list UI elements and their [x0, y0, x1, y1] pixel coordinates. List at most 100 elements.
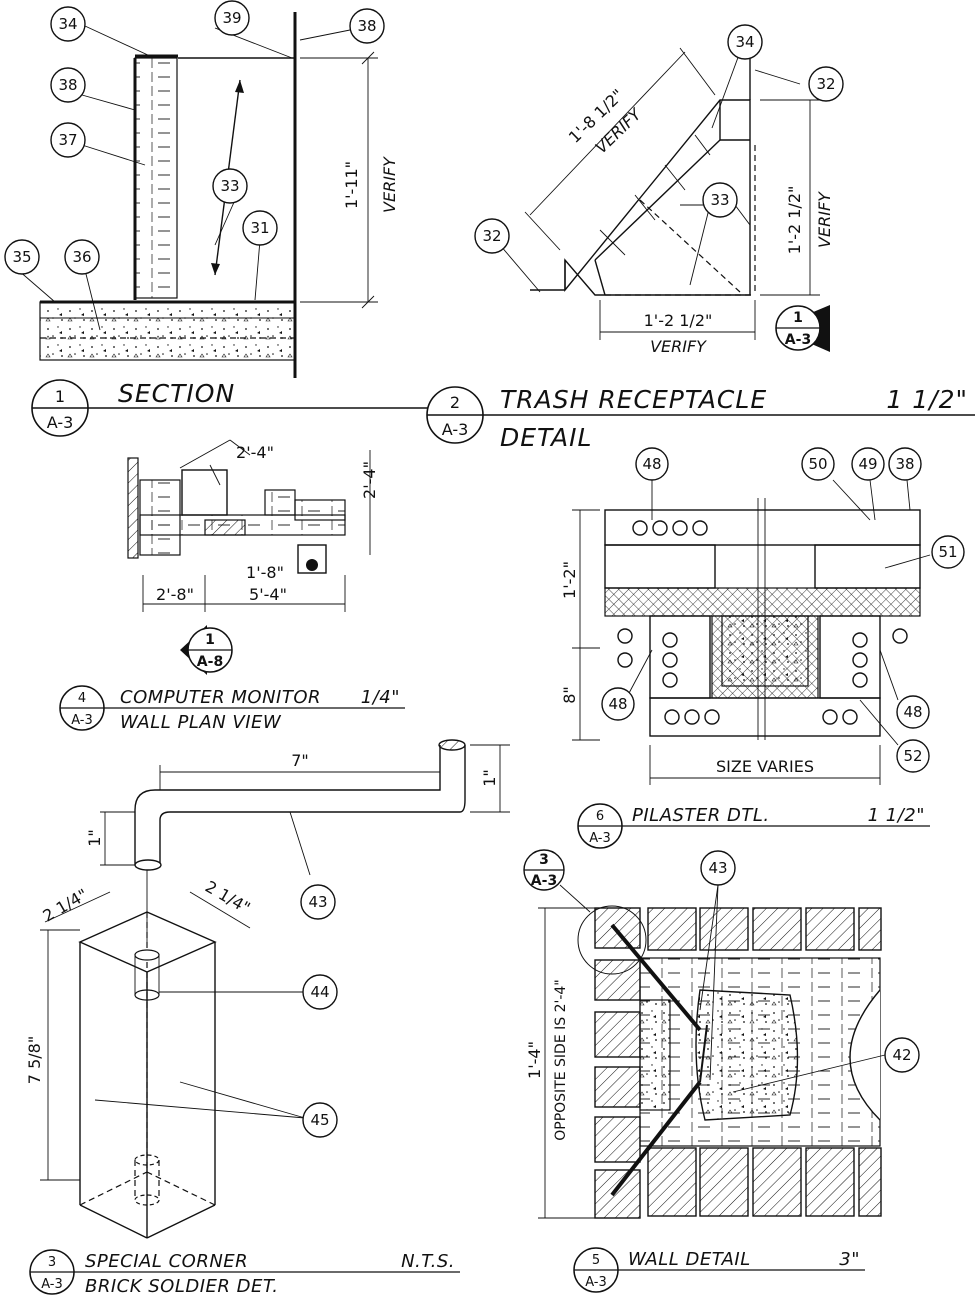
- callout-48-s6a: 48: [635, 447, 669, 481]
- dim-section3-w1: 2 1/4": [40, 885, 91, 926]
- dim-section3-h: 7 5/8": [25, 1036, 44, 1084]
- svg-text:A-3: A-3: [41, 1277, 63, 1292]
- svg-text:A-3: A-3: [531, 873, 557, 889]
- svg-text:3: 3: [48, 1255, 56, 1270]
- title-section-2: 2 A-3 TRASH RECEPTACLE DETAIL 1 1/2": [426, 385, 975, 452]
- section-3-drawing: 7" 1" 1" 2 1/4" 2 1/4": [25, 739, 510, 1239]
- svg-text:49: 49: [858, 455, 877, 473]
- callout-50-s6: 50: [801, 447, 835, 481]
- callout-32-s2a: 32: [808, 66, 844, 102]
- svg-text:36: 36: [72, 248, 91, 266]
- dim-section2-horiz: 1'-2 1/2": [644, 311, 713, 330]
- svg-text:BRICK SOLDIER DET.: BRICK SOLDIER DET.: [85, 1276, 278, 1297]
- dim-section3-pin-leg: 1": [85, 829, 104, 847]
- section-tag-sec4: 1 A-8: [180, 625, 233, 675]
- svg-text:51: 51: [938, 543, 957, 561]
- svg-text:38: 38: [357, 17, 376, 35]
- svg-text:42: 42: [892, 1046, 911, 1064]
- section5-note: OPPOSITE SIDE IS 2'-4": [553, 979, 569, 1141]
- svg-text:A-3: A-3: [71, 713, 93, 728]
- svg-text:37: 37: [58, 131, 77, 149]
- dim-section4-bottom: 5'-4": [249, 585, 287, 604]
- callout-48-s6c: 48: [896, 695, 930, 729]
- svg-text:38: 38: [895, 455, 914, 473]
- svg-text:3: 3: [539, 852, 549, 868]
- svg-text:5: 5: [592, 1253, 600, 1268]
- section-1-drawing: 1'-11" VERIFY: [17, 12, 399, 378]
- svg-text:1 1/2": 1 1/2": [886, 385, 968, 414]
- callout-48-s6b: 48: [601, 687, 635, 721]
- svg-text:WALL PLAN VIEW: WALL PLAN VIEW: [120, 712, 282, 733]
- svg-text:43: 43: [708, 859, 727, 877]
- callout-34-s2: 34: [727, 24, 763, 60]
- svg-text:48: 48: [903, 703, 922, 721]
- svg-text:1: 1: [55, 387, 65, 406]
- title-section-4: 4 A-3 COMPUTER MONITOR WALL PLAN VIEW 1/…: [59, 685, 405, 733]
- callout-39-s1: 39: [214, 0, 250, 36]
- brick-wall: [134, 57, 178, 299]
- callout-32-s2b: 32: [474, 218, 510, 254]
- svg-text:48: 48: [642, 455, 661, 473]
- svg-text:38: 38: [58, 76, 77, 94]
- svg-text:4: 4: [78, 691, 86, 706]
- svg-text:32: 32: [816, 75, 835, 93]
- svg-text:WALL DETAIL: WALL DETAIL: [628, 1249, 751, 1270]
- section-6-drawing: 1'-2" 8" SIZE VARIES: [560, 479, 931, 785]
- svg-text:1: 1: [205, 632, 215, 648]
- svg-text:SECTION: SECTION: [118, 379, 235, 408]
- svg-text:33: 33: [710, 191, 729, 209]
- concrete-slab: [39, 301, 296, 361]
- svg-text:A-3: A-3: [585, 1275, 607, 1290]
- callout-34-s1: 34: [50, 6, 86, 42]
- svg-text:N.T.S.: N.T.S.: [401, 1251, 455, 1272]
- svg-text:43: 43: [308, 893, 327, 911]
- svg-text:COMPUTER MONITOR: COMPUTER MONITOR: [120, 687, 321, 708]
- dim-section6-lower: 8": [560, 686, 579, 704]
- svg-text:1: 1: [793, 310, 803, 326]
- callout-52-s6: 52: [896, 739, 930, 773]
- callout-31-s1: 31: [242, 210, 278, 246]
- svg-text:34: 34: [58, 15, 77, 33]
- svg-text:PILASTER DTL.: PILASTER DTL.: [632, 805, 770, 826]
- dim-section5-h: 1'-4": [525, 1041, 544, 1079]
- callout-36-s1: 36: [64, 239, 100, 275]
- title-section-5: 5 A-3 WALL DETAIL 3": [573, 1247, 865, 1293]
- section-2-drawing: 1'-8 1/2" VERIFY 1'-2 1/2" VERIFY 1'-2 1…: [499, 47, 834, 356]
- dim-section1-height: 1'-11": [342, 161, 361, 209]
- svg-text:52: 52: [903, 747, 922, 765]
- dim-section1-verify: VERIFY: [380, 156, 399, 213]
- callout-51-s6: 51: [931, 535, 965, 569]
- callout-42-s5: 42: [884, 1037, 920, 1073]
- callout-45-s3: 45: [302, 1102, 338, 1138]
- dim-section2-vert: 1'-2 1/2": [785, 186, 804, 255]
- callout-35-s1: 35: [4, 239, 40, 275]
- svg-text:31: 31: [250, 219, 269, 237]
- callout-43-s5: 43: [700, 850, 736, 886]
- svg-text:A-3: A-3: [47, 413, 74, 432]
- svg-text:1/4": 1/4": [361, 687, 400, 708]
- dim-section3-pin-len: 7": [291, 751, 309, 770]
- dim-section3-pin-hook: 1": [480, 769, 499, 787]
- section-5-drawing: 1'-4" OPPOSITE SIDE IS 2'-4": [525, 884, 886, 1219]
- section-tag-sec2: 1 A-3: [775, 305, 830, 352]
- svg-text:50: 50: [808, 455, 827, 473]
- callout-33-s1: 33: [212, 168, 248, 204]
- callout-38-s1a: 38: [349, 8, 385, 44]
- dim-section6-upper: 1'-2": [560, 561, 579, 599]
- svg-text:SPECIAL CORNER: SPECIAL CORNER: [85, 1251, 248, 1272]
- title-section-1: 1 A-3 SECTION: [31, 379, 470, 437]
- svg-text:A-3: A-3: [589, 831, 611, 846]
- svg-text:1 1/2": 1 1/2": [868, 805, 925, 826]
- dim-section2-horiz-verify: VERIFY: [650, 337, 707, 356]
- dim-section2-vert-verify: VERIFY: [815, 191, 834, 248]
- dim-section4-top: 2'-4": [236, 443, 274, 462]
- svg-text:TRASH RECEPTACLE: TRASH RECEPTACLE: [500, 385, 767, 414]
- svg-text:A-3: A-3: [785, 332, 811, 348]
- callout-38-s6: 38: [888, 447, 922, 481]
- svg-text:39: 39: [222, 9, 241, 27]
- svg-text:A-3: A-3: [442, 420, 469, 439]
- callout-44-s3: 44: [302, 974, 338, 1010]
- dim-section6-size: SIZE VARIES: [716, 757, 814, 776]
- dim-section4-right: 2'-4": [360, 461, 379, 499]
